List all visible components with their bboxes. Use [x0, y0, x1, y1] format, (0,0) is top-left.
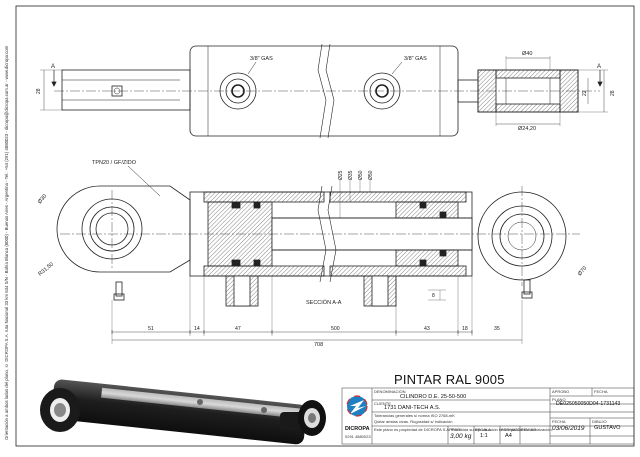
paint-note: PINTAR RAL 9005	[394, 372, 505, 387]
rod-dia-3: Ø50	[358, 170, 364, 180]
escala-value: 1:1	[480, 433, 488, 439]
dim-label: 14	[194, 326, 200, 332]
denominacion-value: CILINDRO D.E. 25-50-500	[400, 394, 467, 400]
fecha-value: 03/06/2019	[552, 425, 585, 432]
dim-label: 51	[148, 326, 154, 332]
dicropa-logo	[346, 395, 368, 417]
peso-label: PESO	[449, 427, 461, 432]
company-name: DICROPA	[345, 426, 370, 432]
rod-dia-4: Ø50	[368, 170, 374, 180]
sheet-border	[15, 5, 635, 447]
title-block	[341, 387, 635, 445]
dim-label: 35	[494, 326, 500, 332]
dim-small: 8	[432, 293, 435, 299]
plano-code: DE025050050D04-1731143	[556, 401, 621, 407]
side-copyright-note: Orientación a ambos lados del plano, © D…	[4, 45, 9, 440]
dim-label: 47	[235, 326, 241, 332]
port-left-label: 3/8" GAS	[250, 56, 273, 62]
dim-label: 43	[424, 326, 430, 332]
formato-value: A4	[505, 433, 512, 439]
denominacion-label: DENOMINACION	[374, 389, 406, 394]
section-mark-right: A	[597, 64, 601, 70]
rod-dia-2: Ø35	[348, 170, 354, 180]
notes-left-2: Quitar aristas vivas. Rugosidad s/ indic…	[374, 419, 453, 424]
escala-label: ESCALA	[475, 427, 491, 432]
peso-value: 3,00 kg	[450, 433, 472, 440]
clevis-left	[61, 69, 191, 111]
top-view	[40, 43, 608, 139]
dia-left-pin: Ø30	[37, 193, 48, 205]
cliente-label: CLIENTE	[374, 401, 391, 406]
section-mark-left: A	[51, 64, 55, 70]
section-label: SECCIÓN A-A	[306, 299, 342, 306]
dim-rod-eye-outer: 28	[610, 90, 616, 96]
fecha-label: FECHA	[552, 419, 566, 424]
reviso-label: REVISO	[521, 427, 537, 432]
dim-pin-width: 28	[36, 88, 42, 94]
notes-left: Tolerancias generales s/ norma ISO 2768-…	[374, 413, 455, 418]
rod-dia-1: Ø25	[338, 170, 344, 180]
dia-right-eye: Ø70	[577, 265, 588, 277]
cliente-value: 1731 DANI-TECH A.S.	[384, 405, 441, 411]
dim-label: 18	[462, 326, 468, 332]
dim-bore: Ø24,20	[518, 126, 536, 132]
company-phone: 0291 4880023	[345, 434, 371, 439]
dia-left-eye: R31,50	[37, 262, 54, 278]
sheet-note: Este plano es propiedad de DICROPA S.A. …	[374, 427, 553, 432]
plano-label: PLANO	[552, 397, 566, 402]
dim-total: 708	[314, 342, 323, 348]
dim-rod-eye-od: Ø40	[522, 51, 532, 57]
aprobo-label: APROBO	[552, 389, 570, 394]
lube-label: TPN20 / GF/ZIDO	[92, 160, 137, 166]
gland	[395, 201, 459, 219]
dibujo-label: DIBUJO	[592, 419, 607, 424]
fecha-small-label: FECHA	[594, 389, 608, 394]
dim-label: 500	[331, 326, 340, 332]
port-right-label: 3/8" GAS	[404, 56, 427, 62]
base-eye	[56, 185, 191, 273]
cylinder-thumbnail	[40, 379, 326, 445]
formato-label: FORMATO	[501, 427, 521, 432]
dim-rod-eye-height: 22	[582, 90, 588, 96]
dibujo-value: GUSTAVO	[594, 425, 621, 431]
section-view	[56, 165, 580, 344]
dimension-row: 51 14 47 500 43 18 35	[111, 326, 500, 334]
